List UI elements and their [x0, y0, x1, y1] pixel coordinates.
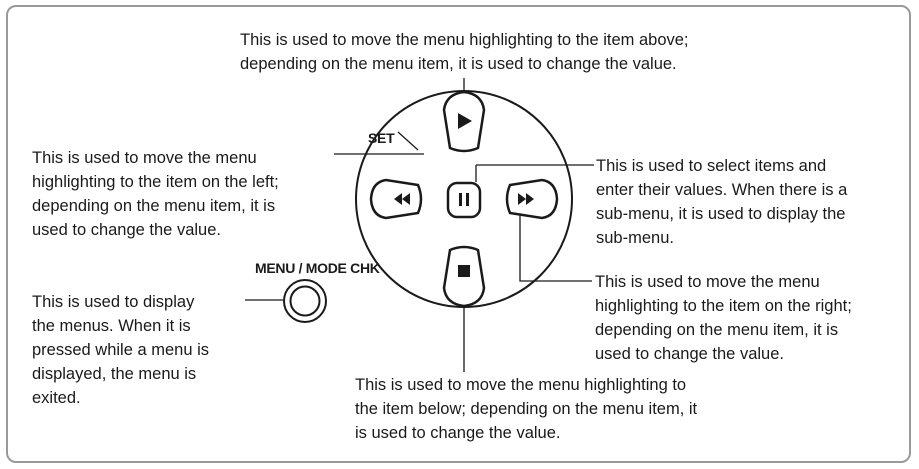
right-button-description: This is used to move the menu highlighti… — [595, 270, 852, 366]
up-button[interactable] — [442, 90, 486, 153]
down-button[interactable] — [442, 245, 486, 308]
description-line: This is used to display — [32, 293, 195, 311]
description-line: the item below; depending on the menu it… — [355, 400, 698, 418]
menu-button-description: This is used to display the menus. When … — [32, 290, 209, 410]
play-icon — [458, 113, 472, 129]
description-line: highlighting to the item on the right; — [595, 297, 852, 315]
description-line: highlighting to the item on the left; — [32, 173, 279, 191]
stop-icon — [458, 265, 470, 277]
diagram-frame — [6, 5, 911, 463]
description-line: This is used to move the menu — [32, 149, 257, 167]
description-line: enter their values. When there is a — [596, 181, 848, 199]
set-label: SET — [368, 130, 395, 146]
description-line: depending on the menu item, it is used t… — [240, 55, 677, 73]
menu-mode-chk-button[interactable] — [283, 279, 327, 323]
description-line: the menus. When it is — [32, 317, 191, 335]
description-line: This is used to move the menu highlighti… — [240, 31, 689, 49]
left-button-description: This is used to move the menu highlighti… — [32, 146, 279, 242]
description-line: used to change the value. — [595, 345, 784, 363]
description-line: This is used to select items and — [596, 157, 827, 175]
description-line: is used to change the value. — [355, 424, 561, 442]
description-line: sub-menu, it is used to display the — [596, 205, 846, 223]
description-line: This is used to move the menu highlighti… — [355, 376, 687, 394]
description-line: used to change the value. — [32, 221, 221, 239]
description-line: exited. — [32, 389, 81, 407]
description-line: This is used to move the menu — [595, 273, 820, 291]
set-button[interactable] — [446, 181, 482, 219]
description-line: depending on the menu item, it is — [595, 321, 839, 339]
left-button[interactable] — [369, 178, 423, 220]
down-button-description: This is used to move the menu highlighti… — [355, 373, 697, 445]
rewind-icon — [394, 193, 410, 205]
up-button-description: This is used to move the menu highlighti… — [240, 28, 689, 76]
set-button-description: This is used to select items and enter t… — [596, 154, 847, 250]
description-line: displayed, the menu is — [32, 365, 197, 383]
pause-icon — [459, 193, 469, 206]
description-line: pressed while a menu is — [32, 341, 210, 359]
right-button[interactable] — [505, 178, 559, 220]
fast-forward-icon — [518, 193, 534, 205]
round-button — [289, 285, 321, 317]
menu-mode-chk-label: MENU / MODE CHK — [255, 260, 380, 276]
set-pointer-line — [397, 131, 419, 151]
description-line: depending on the menu item, it is — [32, 197, 276, 215]
leader-line-right — [519, 210, 592, 282]
description-line: sub-menu. — [596, 229, 674, 247]
